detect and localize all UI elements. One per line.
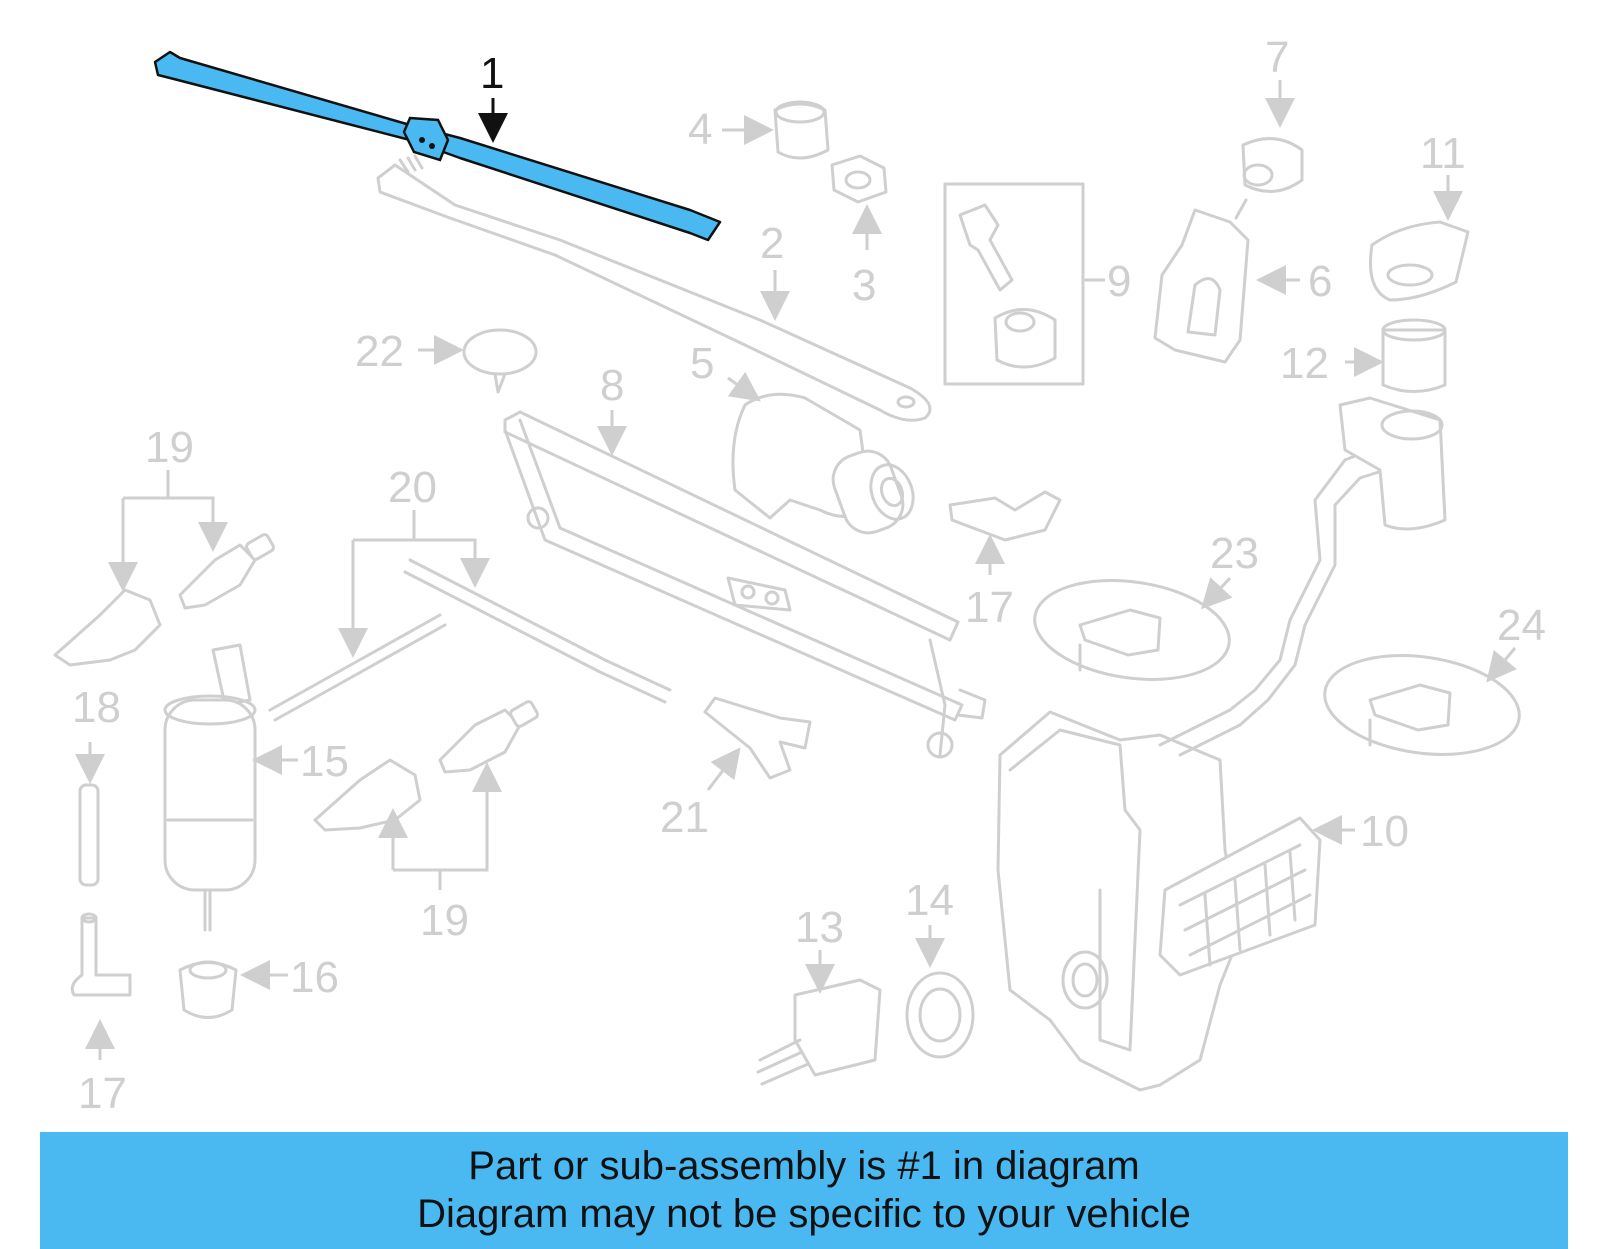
grommet-part-16 [178, 960, 238, 1019]
callout-1: 1 [480, 49, 504, 98]
filler-neck-tube [1338, 396, 1447, 531]
callout-2: 2 [760, 219, 784, 268]
callout-16: 16 [290, 953, 339, 1002]
callout-18: 18 [72, 683, 121, 732]
callout-13: 13 [795, 903, 844, 952]
washer-nozzle-part-19-upper [53, 533, 275, 667]
callout-12: 12 [1280, 339, 1329, 388]
connector-part-13 [756, 978, 882, 1086]
washer-reservoir-part-10 [996, 448, 1387, 1092]
leader-23 [1200, 576, 1233, 610]
callout-3: 3 [852, 261, 876, 310]
callout-6: 6 [1308, 257, 1332, 306]
wiper-motor-part-5 [731, 392, 915, 535]
callout-15: 15 [300, 737, 349, 786]
callout-5: 5 [690, 339, 714, 388]
nozzle-assembly-part-23 [1033, 579, 1231, 681]
leader-21 [706, 747, 741, 791]
cap-part-4 [773, 100, 830, 160]
callout-8: 8 [600, 361, 624, 410]
info-banner: Part or sub-assembly is #1 in diagram Di… [40, 1132, 1568, 1249]
hoses-part-20 [268, 558, 672, 722]
callout-21: 21 [660, 793, 709, 842]
wiper-blade-part-1[interactable] [153, 50, 722, 242]
callout-11: 11 [1420, 129, 1466, 178]
nut-part-3 [830, 154, 888, 204]
connector-part-17-upper [948, 490, 1062, 542]
callout-17b: 17 [78, 1069, 127, 1118]
leader-19a [121, 470, 215, 585]
callout-22: 22 [355, 327, 404, 376]
leader-24 [1486, 647, 1517, 683]
washer-pump-part-15 [163, 643, 257, 932]
banner-line-2: Diagram may not be specific to your vehi… [417, 1192, 1191, 1236]
bracket-part-6 [1153, 198, 1250, 364]
filler-neck-part-12 [1381, 318, 1447, 393]
callout-14: 14 [905, 876, 954, 925]
callout-7: 7 [1265, 33, 1289, 82]
callout-24: 24 [1497, 601, 1546, 650]
grommet-part-7 [1241, 137, 1304, 193]
callout-10: 10 [1360, 807, 1409, 856]
clip-part-22 [462, 328, 538, 394]
nozzle-assembly-part-24 [1323, 654, 1521, 756]
callout-9: 9 [1107, 257, 1131, 306]
callout-20: 20 [388, 463, 437, 512]
callout-17a: 17 [965, 583, 1014, 632]
hose-part-18 [78, 783, 100, 887]
leader-5 [727, 371, 761, 402]
callout-19b: 19 [420, 896, 469, 945]
callout-23: 23 [1210, 529, 1259, 578]
filler-cap-part-11 [1368, 220, 1470, 302]
wiper-linkage-part-8 [503, 410, 987, 759]
banner-line-1: Part or sub-assembly is #1 in diagram [468, 1144, 1140, 1188]
grommet-part-14 [905, 971, 975, 1059]
bushing-kit-part-9 [943, 182, 1085, 386]
callout-4: 4 [688, 105, 712, 154]
y-connector-part-21 [703, 696, 812, 780]
wiper-arm-part-2 [376, 154, 932, 422]
tee-connector-part-17-lower [70, 912, 132, 997]
callout-19a: 19 [145, 423, 194, 472]
